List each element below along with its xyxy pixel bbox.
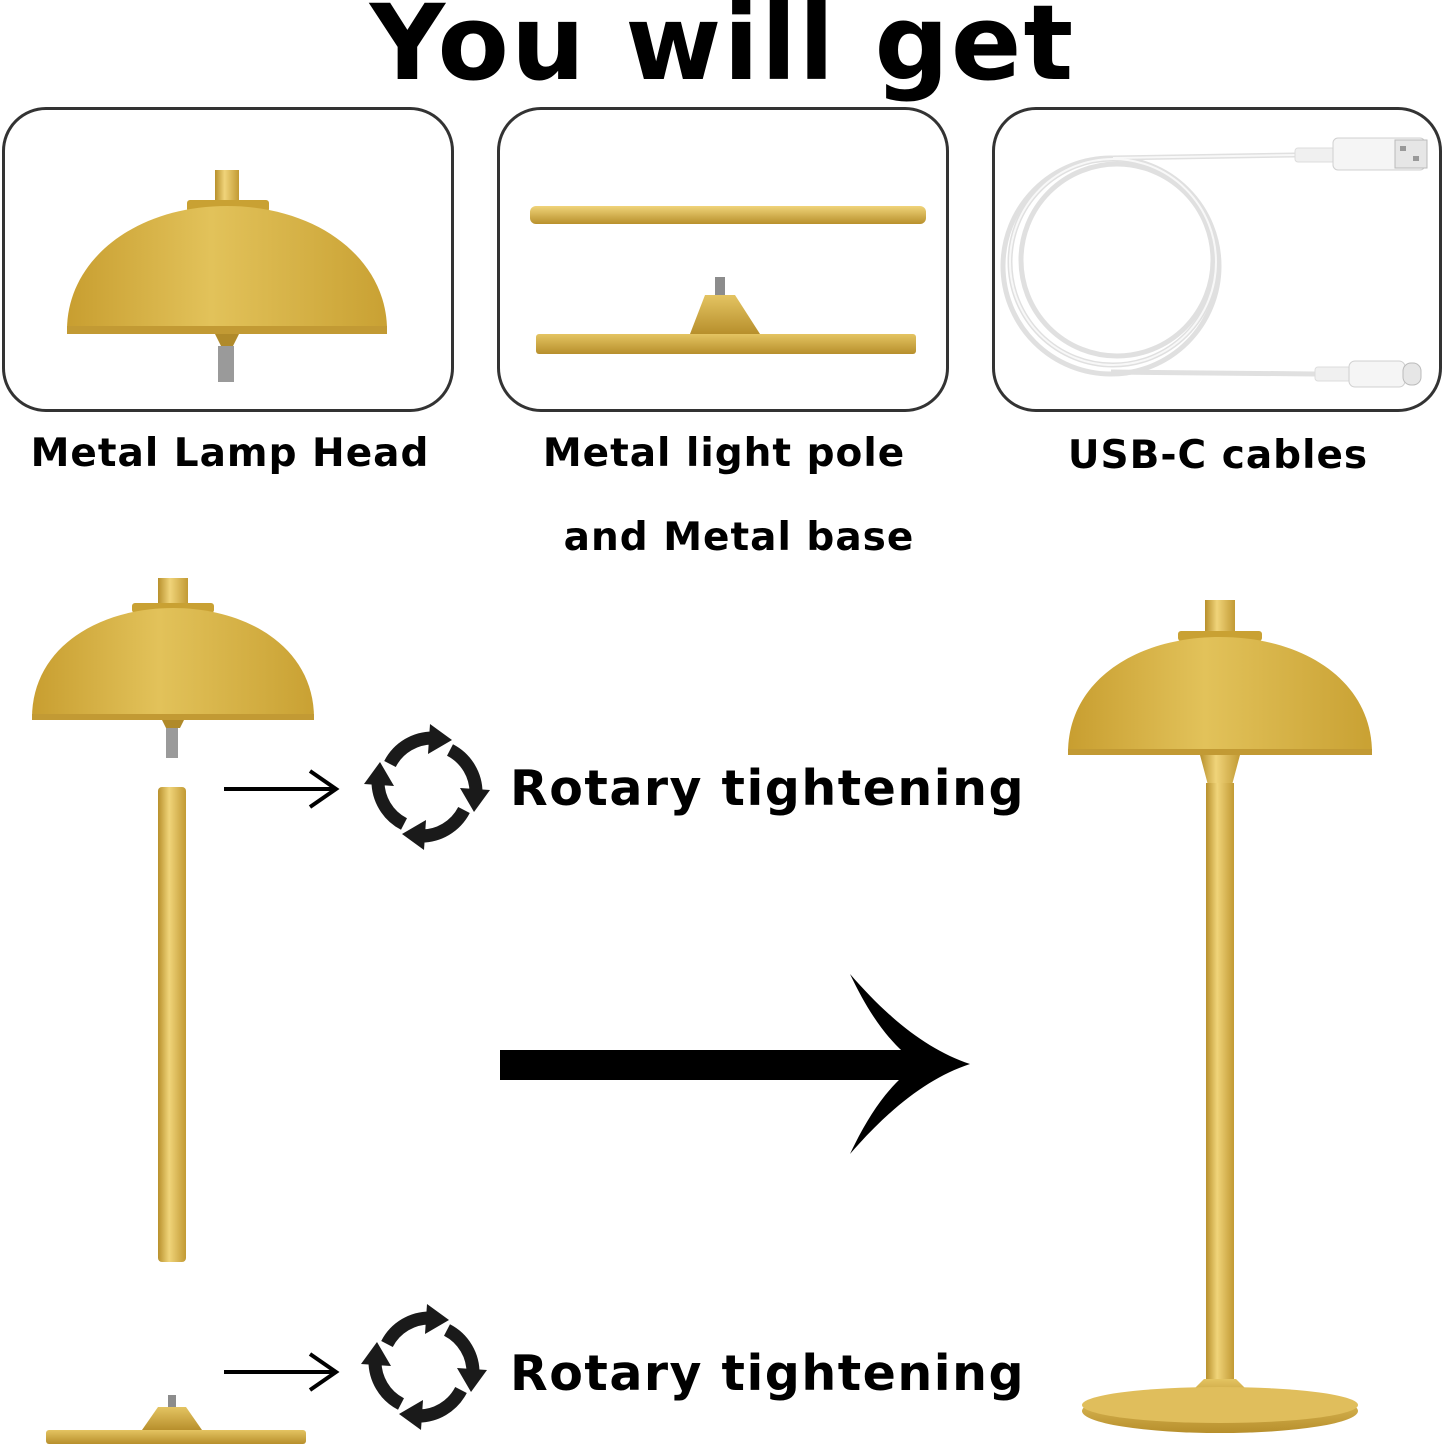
assembled-lamp-image [1068, 600, 1372, 1433]
pole-base-panel [497, 107, 949, 412]
pole-base-label-line2: and Metal base [563, 515, 915, 560]
pole-base-image [530, 206, 926, 354]
usb-cable-panel [992, 107, 1442, 412]
pole-base-label-line1: Metal light pole [542, 431, 906, 476]
usb-cable-label: USB-C cables [1067, 433, 1369, 478]
right-arrow-icon [224, 1352, 340, 1392]
page-title: You will get [369, 0, 1076, 104]
usb-cable-image [1000, 137, 1428, 388]
right-arrow-icon [224, 769, 340, 809]
lamp-head-label: Metal Lamp Head [30, 431, 430, 476]
rotary-tightening-label-bottom: Rotary tightening [510, 1345, 1026, 1402]
rotary-tightening-label-top: Rotary tightening [510, 760, 1026, 817]
rotate-arrows-icon [364, 724, 490, 850]
lamp-head-image [67, 170, 387, 382]
big-right-arrow-icon [500, 974, 970, 1154]
exploded-lamp-image [32, 578, 314, 1444]
rotate-arrows-icon [361, 1304, 487, 1430]
lamp-head-panel [2, 107, 454, 412]
